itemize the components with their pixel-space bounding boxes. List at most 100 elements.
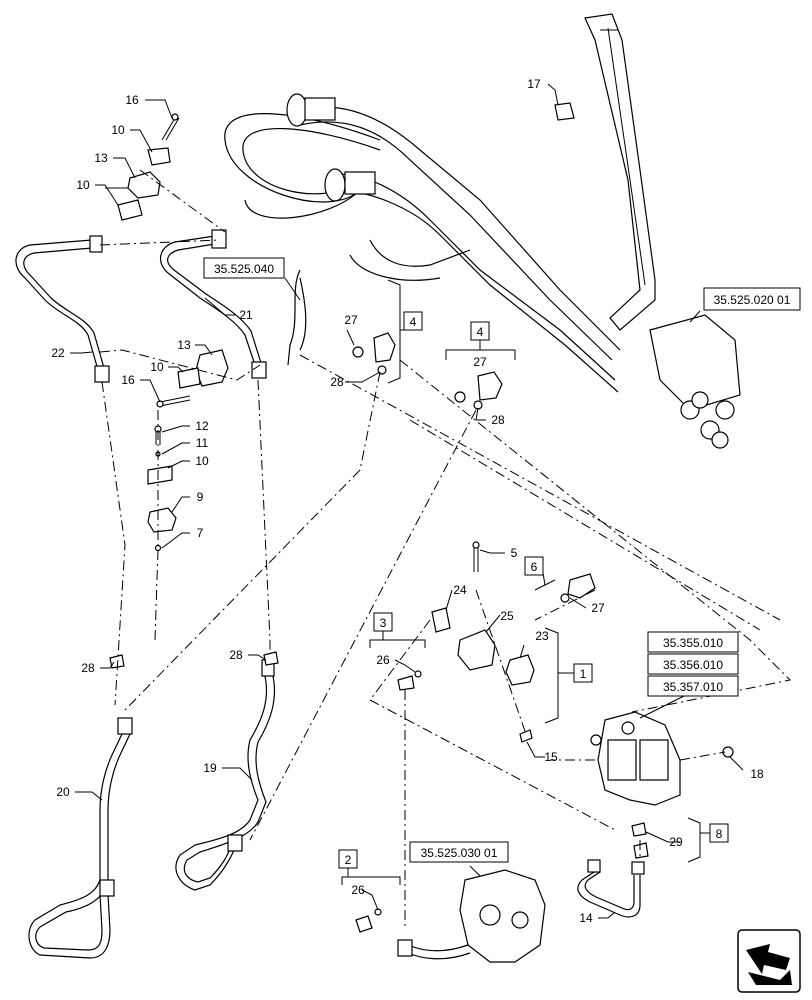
plug-15: [519, 729, 533, 743]
item-box-2: [338, 849, 358, 869]
callout-13: 13: [177, 338, 191, 352]
item-box-3-label: 3: [380, 616, 387, 630]
callout-13: 13: [94, 151, 108, 165]
plate-10-bottom: [147, 465, 173, 485]
clamp-13-mid: [195, 349, 229, 387]
ref-box-35-356-010[interactable]: [647, 653, 739, 675]
callout-28: 28: [81, 661, 95, 675]
callout-28: 28: [330, 375, 344, 389]
bolt-16-top: [161, 113, 180, 141]
item-box-4a-label: 4: [410, 315, 417, 329]
callout-28: 28: [229, 648, 243, 662]
plate-10-mid: [177, 367, 201, 389]
oring-29a: [631, 822, 647, 837]
ref-box-35-355-010[interactable]: [647, 631, 739, 653]
tube-22: [15, 235, 110, 383]
ref-label-35-355-010[interactable]: 35.355.010: [663, 636, 723, 650]
ref-box-35-525-040[interactable]: [203, 257, 285, 279]
item-box-8-label: 8: [716, 827, 723, 841]
ref-label-35-525-020-01[interactable]: 35.525.020 01: [714, 293, 791, 307]
item-box-2-label: 2: [345, 853, 352, 867]
oring-27c: [560, 593, 570, 603]
fitting-group-4b: [454, 371, 503, 410]
clamp-9: [147, 507, 177, 533]
callout-10: 10: [195, 454, 209, 468]
valve-body-right: [590, 711, 681, 806]
callout-16: 16: [125, 93, 139, 107]
clip-17: [554, 102, 575, 121]
callout-28: 28: [491, 413, 505, 427]
valve-block-25: [457, 629, 496, 671]
ref-label-35-525-040[interactable]: 35.525.040: [214, 262, 274, 276]
callout-22: 22: [51, 346, 65, 360]
callout-26: 26: [376, 653, 390, 667]
callout-27: 27: [344, 313, 358, 327]
item-boxes: 4 4 6 3 1 2 8: [338, 311, 729, 869]
callout-5: 5: [511, 546, 518, 560]
plate-10-top: [147, 147, 171, 166]
pump-assembly: [397, 869, 546, 963]
leader-lines: [70, 83, 744, 919]
ref-label-35-525-030-01[interactable]: 35.525.030 01: [421, 846, 498, 860]
fitting-29: [633, 842, 649, 859]
item-box-6-label: 6: [531, 560, 538, 574]
callout-15: 15: [544, 750, 558, 764]
ref-box-35-357-010[interactable]: [647, 675, 739, 697]
callout-7: 7: [197, 526, 204, 540]
boom-hose-assembly: [224, 13, 741, 449]
callout-26: 26: [351, 883, 365, 897]
callout-11: 11: [196, 436, 209, 450]
callout-27: 27: [473, 355, 487, 369]
tube-19: [175, 659, 276, 891]
callout-18: 18: [750, 767, 764, 781]
valve-24: [431, 607, 451, 633]
item-box-3: [373, 612, 393, 632]
callout-9: 9: [197, 490, 204, 504]
fitting-2: [355, 915, 373, 933]
callout-21: 21: [239, 308, 253, 322]
callout-14: 14: [579, 911, 593, 925]
bolt-16-mid: [156, 395, 191, 408]
fitting-6: [567, 573, 596, 599]
tube-14: [577, 859, 645, 918]
fitting-3: [397, 675, 415, 691]
reference-boxes: 35.525.040 35.525.020 01 35.355.010 35.3…: [203, 257, 801, 863]
navigation-arrow-icon[interactable]: [737, 929, 801, 993]
fitting-28-mid: [263, 651, 279, 666]
callout-16: 16: [121, 373, 135, 387]
ref-box-35-525-030-01[interactable]: [409, 841, 509, 863]
callout-10: 10: [150, 360, 164, 374]
callout-23: 23: [535, 629, 549, 643]
item-box-1: [573, 663, 593, 683]
item-box-1-label: 1: [580, 667, 587, 681]
fitting-group-4a: [352, 332, 396, 375]
callout-17: 17: [527, 77, 541, 91]
item-box-4a: [403, 311, 423, 331]
centerlines: [99, 169, 792, 930]
callout-25: 25: [500, 609, 514, 623]
item-box-4b-label: 4: [477, 325, 484, 339]
callout-19: 19: [203, 761, 217, 775]
callout-labels: 16 10 13 10 21 22 13 10 16 12 11 10 9 7 …: [51, 77, 764, 925]
valve-23: [505, 654, 535, 686]
ref-label-35-357-010[interactable]: 35.357.010: [663, 680, 723, 694]
callout-24: 24: [453, 583, 467, 597]
bolt-5: [472, 541, 480, 572]
callout-10: 10: [76, 178, 90, 192]
ref-label-35-356-010[interactable]: 35.356.010: [663, 658, 723, 672]
callout-27: 27: [591, 601, 605, 615]
plate-10-lower: [117, 199, 143, 221]
callout-10: 10: [111, 123, 125, 137]
callout-20: 20: [56, 785, 70, 799]
item-box-4b: [470, 321, 490, 341]
oring-26a: [414, 670, 422, 678]
callout-12: 12: [195, 419, 209, 433]
callout-29: 29: [669, 835, 683, 849]
ref-box-35-525-020-01[interactable]: [703, 287, 801, 311]
item-box-8: [709, 823, 729, 843]
clamp-13-top: [127, 171, 161, 199]
nut-7: [154, 544, 162, 552]
item-box-6: [524, 556, 544, 576]
